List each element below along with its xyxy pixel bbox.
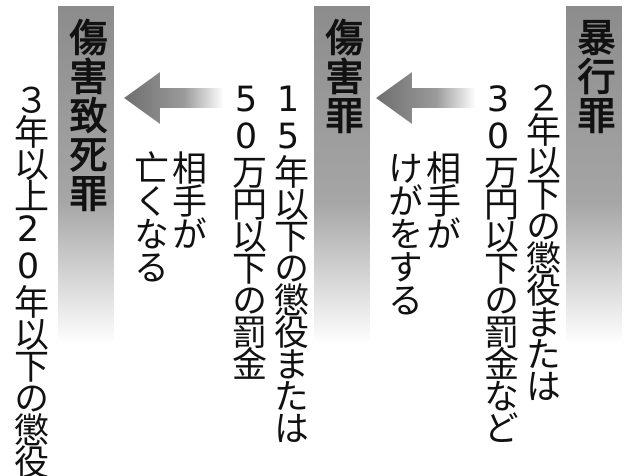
crime-name-injury: 傷害罪 (319, 18, 363, 135)
penalty-injury-line1: 15年以下の懲役または (268, 80, 308, 442)
arrow-label-death-line1: 相手が (166, 150, 206, 249)
crime-band-assault (566, 6, 622, 344)
penalty-injury-line2: 50万円以下の罰金 (226, 80, 266, 378)
arrow-label-death-line2: 亡くなる (128, 150, 168, 282)
penalty-assault-line2: 30万円以下の罰金など (478, 80, 518, 442)
arrow-left-icon (376, 72, 476, 124)
arrow-label-injury-line1: 相手が (420, 150, 460, 249)
arrow-label-injury-line2: けがをする (382, 150, 422, 315)
crime-band-fatal-injury (58, 6, 114, 344)
crime-name-fatal-injury: 傷害致死罪 (63, 18, 107, 213)
penalty-assault-line1: ２年以下の懲役または (520, 80, 560, 400)
crime-band-injury (314, 6, 370, 344)
arrow-left-icon (124, 72, 224, 124)
crime-name-assault: 暴行罪 (571, 18, 615, 135)
penalty-fatal-injury: ３年以上20年以下の懲役 (8, 82, 48, 476)
